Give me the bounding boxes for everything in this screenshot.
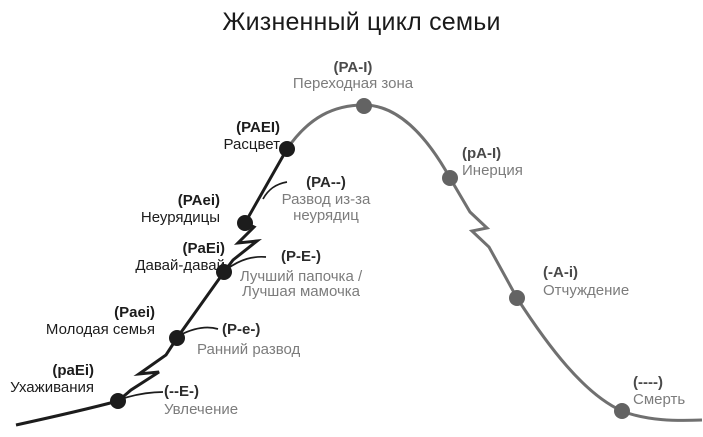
exit-label-best-parent: (P-E-) Лучший папочка / Лучшая мамочка: [233, 249, 369, 299]
branch-line-early-divorce: [179, 326, 219, 336]
exit-name-line2: Лучшая мамочка: [241, 283, 361, 300]
stage-name: Молодая семья: [45, 321, 155, 338]
stage-code: (Paei): [114, 304, 155, 321]
exit-name: Увлечение: [164, 401, 239, 418]
stage-label-inertia: (pA-I) Инерция: [462, 145, 523, 179]
stage-dot-inertia: [442, 170, 458, 186]
stage-dot-death: [614, 403, 630, 419]
exit-name-line1: Развод из-за: [281, 191, 371, 208]
stage-name: Переходная зона: [292, 75, 414, 92]
stage-name: Давай-давай: [135, 257, 225, 274]
exit-code: (PA--): [306, 174, 346, 191]
stage-name: Ухаживания: [10, 379, 94, 396]
stage-code: (pA-I): [462, 145, 502, 162]
stage-dot-young-family: [169, 330, 185, 346]
stage-label-death: (----) Смерть: [633, 374, 685, 408]
stage-label-transition-zone: (PA-I) Переходная зона: [263, 60, 443, 92]
exit-label-early-divorce: (P-e-) Ранний развод: [197, 320, 300, 360]
stage-code: (PAEI): [236, 119, 280, 136]
stage-name: Неурядицы: [140, 209, 220, 226]
stage-label-young-family: (Paei) Молодая семья: [28, 304, 155, 338]
stage-dot-alienation: [509, 290, 525, 306]
stage-label-courtship: (paEi) Ухаживания: [0, 362, 94, 396]
exit-code: (P-e-): [222, 321, 261, 338]
stage-dot-go-go: [216, 264, 232, 280]
stage-label-troubles: (PAei) Неурядицы: [96, 192, 220, 226]
exit-name-line1: Лучший папочка /: [239, 268, 363, 285]
stage-dot-courtship: [110, 393, 126, 409]
stage-dot-transition-zone: [356, 98, 372, 114]
exit-code: (--E-): [164, 383, 199, 400]
exit-label-infatuation: (--E-) Увлечение: [164, 383, 238, 419]
stage-label-go-go: (PaEi) Давай-давай: [101, 240, 225, 274]
exit-code: (P-E-): [281, 248, 321, 265]
stage-code: (PAei): [177, 192, 220, 209]
stage-code: (PA-I): [333, 59, 373, 76]
stage-name: Расцвет: [223, 136, 280, 153]
stage-label-prime: (PAEI) Расцвет: [156, 119, 280, 153]
branch-line-best-parent: [226, 255, 267, 270]
stage-name: Отчуждение: [543, 282, 630, 299]
stage-code: (-A-i): [543, 264, 578, 281]
stage-code: (paEi): [52, 362, 94, 379]
stage-dot-prime: [279, 141, 295, 157]
exit-label-divorce-troubles: (PA--) Развод из-за неурядиц: [276, 175, 376, 224]
exit-name: Ранний развод: [197, 341, 301, 358]
descent-curve-path: [285, 103, 703, 422]
stage-name: Смерть: [633, 391, 686, 408]
branch-line-divorce-troubles: [262, 181, 288, 200]
stage-code: (----): [633, 374, 663, 391]
exit-name-line2: неурядиц: [293, 207, 359, 224]
stage-label-alienation: (-A-i) Отчуждение: [543, 264, 629, 300]
stage-name: Инерция: [462, 162, 523, 179]
stage-dot-troubles: [237, 215, 253, 231]
stage-code: (PaEi): [182, 240, 225, 257]
diagram-title: Жизненный цикл семьи: [222, 8, 501, 36]
